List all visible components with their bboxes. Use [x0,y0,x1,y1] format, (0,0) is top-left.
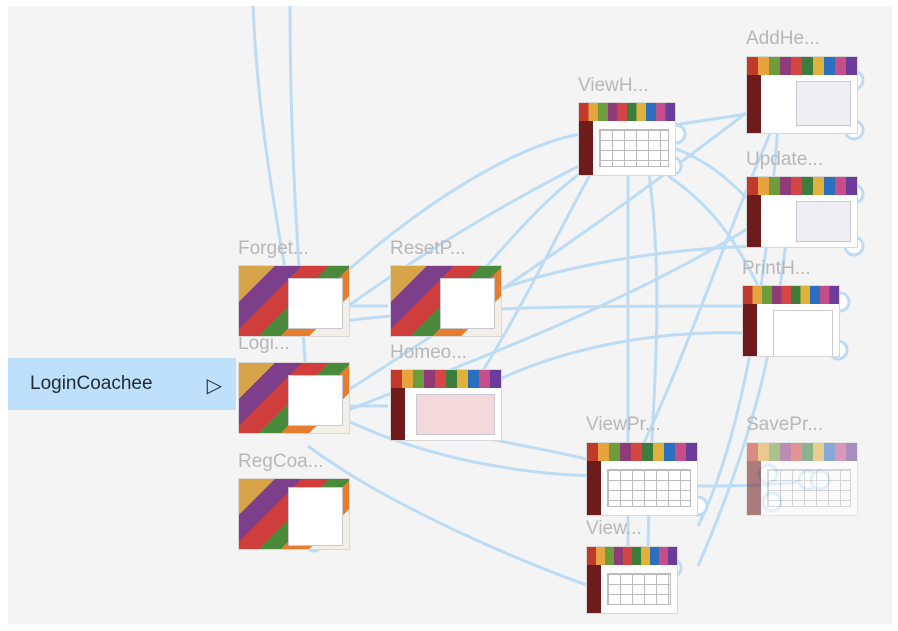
connection-wire [696,225,790,567]
frame-thumbnail-update[interactable] [746,176,858,248]
connection-wire [626,115,780,477]
play-outline-icon[interactable]: ▷ [206,375,222,397]
frame-label-regcoachee: RegCoa... [238,451,324,472]
frame-thumbnail-viewh[interactable] [578,102,676,176]
frame-thumbnail-forget[interactable] [238,265,350,337]
connection-wire [307,214,769,428]
frame-thumbnail-view2[interactable] [586,546,678,614]
starting-point-tag[interactable]: LoginCoachee ▷ [8,358,236,410]
frame-label-reset: ResetP... [390,238,466,259]
frame-label-print: PrintH... [742,258,811,279]
frame-thumbnail-home[interactable] [390,369,502,441]
frame-label-viewpr: ViewPr... [586,414,661,435]
connection-wire [307,304,769,328]
frame-label-savepr: SavePr... [746,414,824,435]
frame-thumbnail-print[interactable] [742,285,840,357]
frame-label-home: Homeo... [390,342,468,363]
frame-label-login: Logi... [238,333,290,354]
prototype-canvas[interactable]: Forget... ResetP... Logi... Homeo... Reg… [8,6,892,624]
frame-label-view2: View... [586,518,642,539]
starting-point-label: LoginCoachee [30,373,153,394]
connection-wire [317,404,609,478]
frame-thumbnail-regcoachee[interactable] [238,478,350,550]
frame-thumbnail-savepr[interactable] [746,442,858,516]
connection-wire [288,6,310,407]
frame-label-update: Update... [746,149,824,170]
frame-thumbnail-login[interactable] [238,362,350,434]
frame-thumbnail-reset[interactable] [390,265,502,337]
frame-thumbnail-viewpr[interactable] [586,442,698,516]
frame-label-addhe: AddHe... [746,28,820,49]
connection-wire [307,444,619,598]
connection-wire [307,94,769,418]
frame-label-viewh: ViewH... [578,75,649,96]
frame-label-forget: Forget... [238,238,309,259]
frame-thumbnail-addhe[interactable] [746,56,858,134]
